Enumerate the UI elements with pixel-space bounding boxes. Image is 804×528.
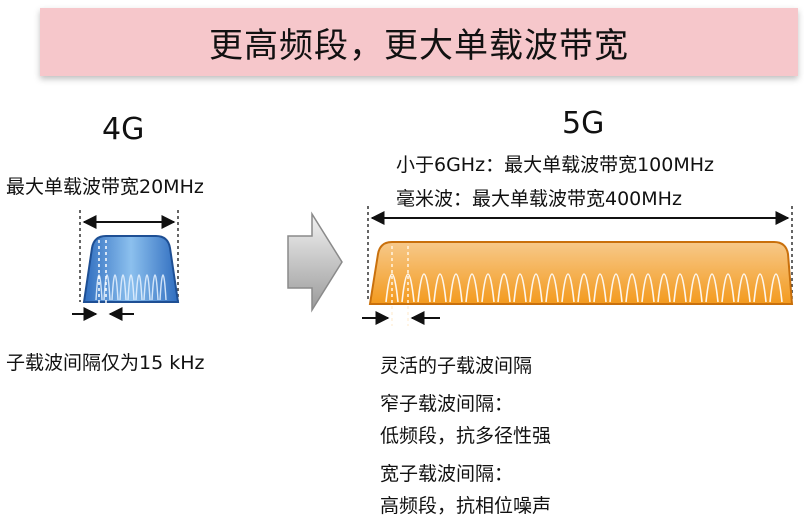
nr-heading: 5G (562, 106, 605, 141)
title-banner: 更高频段，更大单载波带宽 (40, 8, 798, 76)
nr-spectrum-block (368, 241, 794, 326)
lte-bandwidth-label: 最大单载波带宽20MHz (6, 176, 204, 198)
nr-feature-flexible: 灵活的子载波间隔 (380, 355, 533, 377)
page-title: 更高频段，更大单载波带宽 (209, 25, 629, 66)
nr-feature-narrow-title: 窄子载波间隔： (380, 393, 514, 415)
lte-spacing-label: 子载波间隔仅为15 kHz (6, 352, 205, 374)
lte-spectrum-block (82, 235, 180, 320)
nr-feature-wide-title: 宽子载波间隔： (380, 463, 514, 485)
nr-feature-wide-desc: 高频段，抗相位噪声 (380, 495, 552, 517)
nr-mmwave-label: 毫米波：最大单载波带宽400MHz (396, 188, 682, 210)
nr-sub6-label: 小于6GHz：最大单载波带宽100MHz (396, 154, 714, 176)
lte-bandwidth-dimension (79, 210, 179, 302)
nr-bandwidth-dimension (367, 206, 793, 302)
nr-feature-narrow-desc: 低频段，抗多径性强 (380, 425, 552, 447)
lte-subcarrier-peaks (95, 274, 167, 301)
transition-arrow-icon (287, 211, 343, 313)
lte-heading: 4G (102, 112, 145, 147)
nr-subcarrier-peaks (385, 273, 783, 303)
